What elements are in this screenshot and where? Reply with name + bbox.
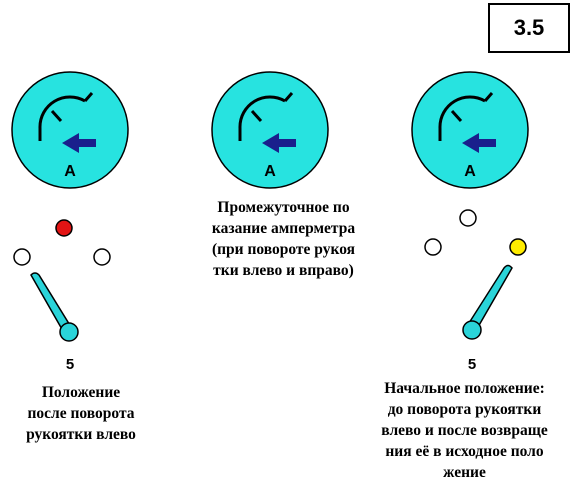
gauge-scale-arc: [438, 95, 486, 141]
switch-right: 5: [424, 209, 527, 373]
gauge-scale-arc: [238, 95, 286, 141]
gauge-label: A: [264, 163, 276, 180]
gauge-label: A: [64, 163, 76, 180]
lamp-top: [459, 209, 477, 227]
gauge-face: [411, 71, 529, 189]
lamp-top: [55, 219, 73, 237]
gauge-face: [11, 71, 129, 189]
gauge-scale-tick: [483, 92, 494, 102]
ammeter-gauge-middle: A: [211, 71, 329, 189]
ammeter-gauge-left: A: [11, 71, 129, 189]
arrow-left-icon: [462, 133, 496, 153]
switch-pivot: [59, 322, 79, 342]
gauge-needle: [250, 109, 263, 123]
gauge-label: A: [464, 163, 476, 180]
lamp-right: [93, 248, 111, 266]
gauge-scale-arc: [38, 95, 86, 141]
gauge-face: [211, 71, 329, 189]
lamp-left: [424, 238, 442, 256]
switch-number: 5: [66, 356, 74, 373]
switch-pivot: [462, 320, 482, 340]
caption-middle: Промежуточное по казание амперметра (при…: [211, 199, 356, 279]
gauge-scale-tick: [83, 92, 94, 102]
ammeter-gauge-right: A: [411, 71, 529, 189]
caption-left: Положение после поворота рукоятки влево: [26, 384, 136, 443]
switch-handle: [30, 272, 73, 332]
arrow-left-icon: [262, 133, 296, 153]
lamp-left: [13, 248, 31, 266]
switch-left: 5: [13, 219, 111, 373]
figure-number-box: 3.5: [488, 3, 570, 53]
switch-handle: [467, 264, 513, 328]
gauge-scale-tick: [283, 92, 294, 102]
lamp-right: [509, 238, 527, 256]
caption-right: Начальное положение: до поворота рукоятк…: [381, 380, 548, 481]
gauge-needle: [50, 109, 63, 123]
figure-number: 3.5: [513, 15, 545, 40]
gauge-needle: [450, 109, 463, 123]
arrow-left-icon: [62, 133, 96, 153]
switch-number: 5: [468, 356, 476, 373]
